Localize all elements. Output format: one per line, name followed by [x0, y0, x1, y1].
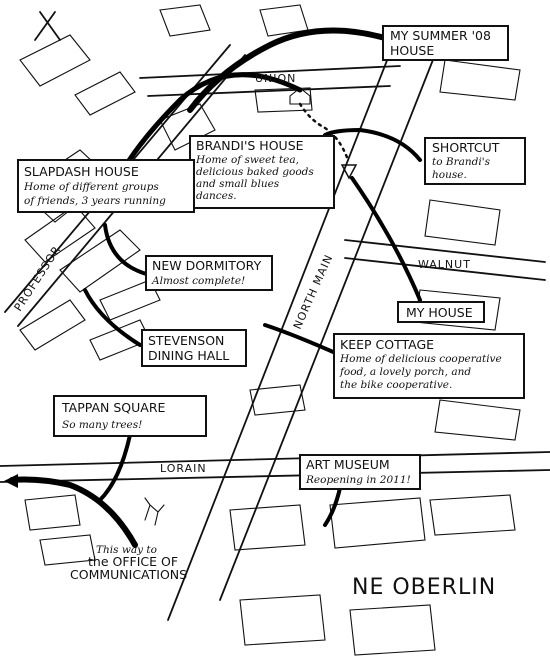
- shortcut-line3: house.: [432, 169, 467, 181]
- office-line1: This way to: [96, 544, 157, 556]
- slapdash-line1: Home of different groups: [23, 181, 159, 193]
- street-lorain: LORAIN: [160, 462, 207, 475]
- arrow-slapdash: [117, 72, 303, 178]
- my-house-title: MY HOUSE: [406, 305, 473, 320]
- arrow-summer-house: [187, 27, 388, 113]
- stevenson-title: STEVENSON: [148, 333, 224, 348]
- street-walnut: WALNUT: [418, 258, 471, 271]
- slapdash-title: SLAPDASH HOUSE: [24, 164, 139, 179]
- label-brandis-house: BRANDI'S HOUSE Home of sweet tea, delici…: [189, 135, 335, 209]
- art-museum-line1: Reopening in 2011!: [305, 474, 411, 486]
- keep-cottage-line3: the bike cooperative.: [340, 379, 452, 391]
- art-museum-title: ART MUSEUM: [306, 457, 390, 472]
- arrows: [4, 27, 422, 548]
- brandis-title: BRANDI'S HOUSE: [196, 138, 304, 153]
- dormitory-title: NEW DORMITORY: [152, 258, 262, 273]
- dormitory-line1: Almost complete!: [151, 275, 245, 287]
- shortcut-line2: to Brandi's: [432, 156, 491, 168]
- label-art-museum: ART MUSEUM Reopening in 2011!: [299, 454, 421, 490]
- label-office: This way to the OFFICE OF COMMUNICATIONS: [70, 544, 187, 582]
- arrow-office: [9, 476, 138, 548]
- keep-cottage-line1: Home of delicious cooperative: [339, 353, 502, 365]
- street-union: UNION: [255, 72, 296, 85]
- label-my-house: MY HOUSE: [397, 301, 485, 323]
- brandis-line3: and small blues: [196, 178, 280, 190]
- office-line2: the OFFICE OF: [88, 554, 178, 569]
- summer-house-title: MY SUMMER '08: [390, 28, 491, 43]
- label-keep-cottage: KEEP COTTAGE Home of delicious cooperati…: [333, 333, 525, 399]
- label-shortcut: SHORTCUT to Brandi's house.: [424, 137, 526, 185]
- slapdash-line2: of friends, 3 years running: [24, 195, 166, 207]
- keep-cottage-line2: food, a lovely porch, and: [339, 366, 471, 378]
- tappan-title: TAPPAN SQUARE: [61, 400, 166, 415]
- arrow-new-dormitory: [103, 223, 152, 277]
- stevenson-line2: DINING HALL: [148, 348, 229, 363]
- my-house-marker: [340, 164, 358, 180]
- brandis-line2: delicious baked goods: [196, 166, 314, 178]
- label-new-dormitory: NEW DORMITORY Almost complete!: [145, 255, 273, 291]
- shortcut-title: SHORTCUT: [432, 140, 500, 155]
- tappan-line1: So many trees!: [62, 419, 142, 431]
- office-line3: COMMUNICATIONS: [70, 567, 187, 582]
- label-tappan-square: TAPPAN SQUARE So many trees!: [53, 395, 207, 437]
- map-title: NE OBERLIN: [352, 575, 496, 600]
- label-stevenson: STEVENSON DINING HALL: [141, 329, 247, 367]
- keep-cottage-title: KEEP COTTAGE: [340, 337, 434, 352]
- brandis-line1: Home of sweet tea,: [195, 154, 299, 166]
- arrow-keep-cottage: [263, 323, 342, 357]
- arrow-tappan: [98, 433, 132, 502]
- brandis-line4: dances.: [196, 190, 237, 202]
- arrow-my-house: [350, 176, 422, 302]
- label-summer-house: MY SUMMER '08 HOUSE: [382, 25, 509, 61]
- arrow-art-museum: [323, 486, 342, 527]
- tree-sketch: [144, 497, 165, 526]
- street-north-main: NORTH MAIN: [291, 252, 336, 331]
- arrow-office-head: [4, 474, 18, 488]
- shortcut-path: [298, 102, 350, 162]
- label-slapdash-house: SLAPDASH HOUSE Home of different groups …: [17, 159, 195, 213]
- arrow-stevenson: [83, 288, 142, 347]
- arrow-shortcut: [323, 127, 422, 162]
- summer-house-line2: HOUSE: [390, 43, 434, 58]
